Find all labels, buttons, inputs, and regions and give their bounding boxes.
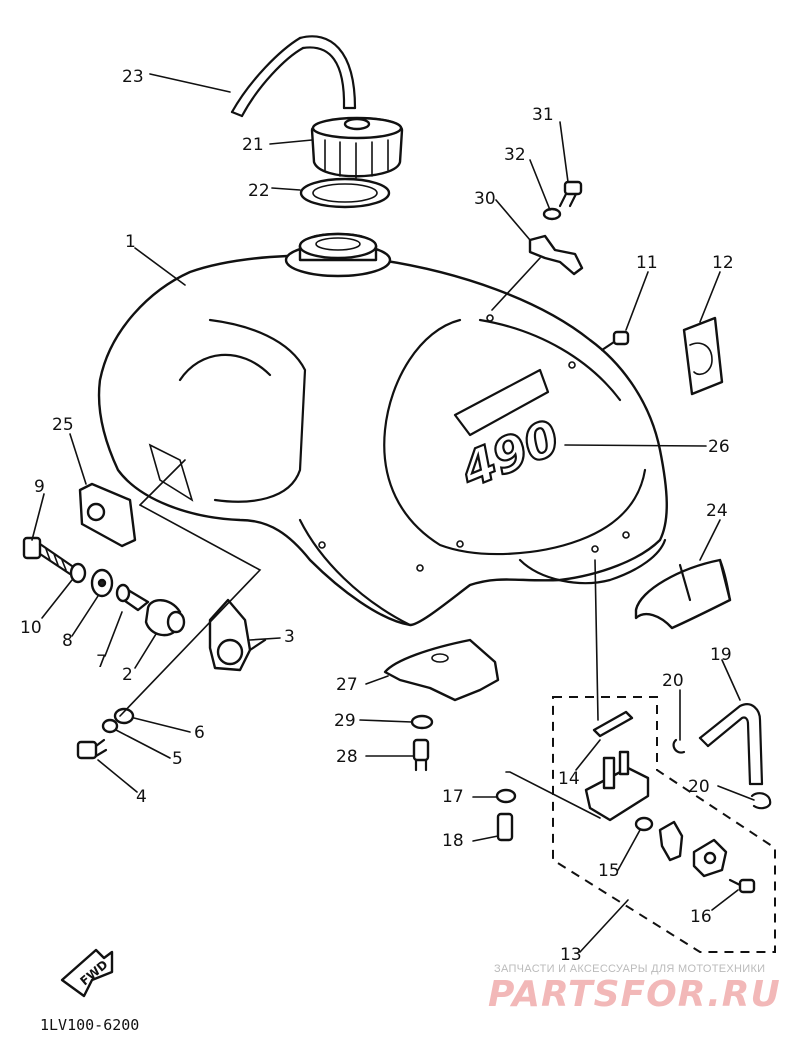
part-number: 25: [52, 415, 74, 435]
forward-arrow-icon: FWD: [60, 948, 114, 998]
part-number: 13: [560, 945, 582, 965]
clip-20-upper: [672, 738, 686, 754]
grommet-12: [682, 316, 724, 396]
plate-cock: [692, 838, 728, 878]
watermark-logo: PARTSFOR.RU: [488, 974, 781, 1015]
bolt-28: [412, 738, 430, 772]
part-number: 17: [442, 787, 464, 807]
washer-10: [69, 562, 87, 584]
part-number: 30: [474, 189, 496, 209]
fuel-cock-body: [584, 750, 650, 822]
nut-17: [495, 788, 517, 804]
part-number: 21: [242, 135, 264, 155]
damper-24: [634, 558, 732, 630]
washer-32: [542, 207, 562, 221]
washer-8: [90, 568, 114, 598]
watermark: ЗАПЧАСТИ И АКСЕССУАРЫ ДЛЯ МОТОТЕХНИКИ PA…: [488, 963, 781, 1015]
part-number-labels: 23 21 22 1 31 32 30 11 12 26 24 25 9 10 …: [20, 67, 734, 965]
part-number: 14: [558, 769, 580, 789]
part-number: 20: [662, 671, 684, 691]
part-number: 31: [532, 105, 554, 125]
part-number: 12: [712, 253, 734, 273]
clip-20-lower: [750, 792, 772, 810]
nut-5: [101, 718, 119, 734]
bracket-3: [208, 598, 267, 672]
part-number: 9: [34, 477, 45, 497]
damper-2: [144, 599, 186, 637]
part-number: 15: [598, 861, 620, 881]
part-number: 3: [284, 627, 295, 647]
bolt-4: [76, 738, 108, 760]
part-number: 11: [636, 253, 658, 273]
part-number: 28: [336, 747, 358, 767]
part-number: 29: [334, 711, 356, 731]
part-number: 1: [125, 232, 136, 252]
fuel-hose-19: [698, 703, 764, 786]
part-number: 32: [504, 145, 526, 165]
part-number: 5: [172, 749, 183, 769]
leader-lines: [31, 73, 755, 953]
part-number: 18: [442, 831, 464, 851]
part-number: 8: [62, 631, 73, 651]
part-number: 16: [690, 907, 712, 927]
screw-11: [600, 330, 630, 352]
part-number: 26: [708, 437, 730, 457]
cap-gasket: [299, 177, 391, 209]
part-number: 4: [136, 787, 147, 807]
rubber-damper-25: [78, 482, 137, 548]
part-number: 22: [248, 181, 270, 201]
screw-16: [728, 878, 756, 894]
fuel-breather-hose: [230, 35, 357, 118]
part-number: 27: [336, 675, 358, 695]
lever-knob: [658, 820, 684, 862]
bolt-31: [558, 180, 583, 208]
part-number: 10: [20, 618, 42, 638]
bolt-9: [22, 536, 74, 576]
fuel-cap: [310, 116, 404, 179]
bracket-27: [383, 638, 500, 702]
part-number: 24: [706, 501, 728, 521]
fuel-tank: 490: [97, 232, 668, 627]
bracket-30: [528, 234, 584, 276]
part-number: 7: [96, 652, 107, 672]
figure-code: 1LV100-6200: [40, 1016, 139, 1034]
part-number: 6: [194, 723, 205, 743]
nut-29: [410, 714, 434, 730]
part-number: 23: [122, 67, 144, 87]
fuel-cock-assembly-outline: [552, 696, 776, 953]
part-number: 19: [710, 645, 732, 665]
part-number: 20: [688, 777, 710, 797]
fuel-filter-14: [592, 710, 634, 738]
part-number: 2: [122, 665, 133, 685]
nut-6: [113, 707, 135, 725]
o-ring-15: [634, 816, 654, 832]
bolt-18: [496, 812, 514, 842]
collar-7: [115, 583, 150, 612]
watermark-tagline: ЗАПЧАСТИ И АКСЕССУАРЫ ДЛЯ МОТОТЕХНИКИ: [494, 963, 765, 975]
